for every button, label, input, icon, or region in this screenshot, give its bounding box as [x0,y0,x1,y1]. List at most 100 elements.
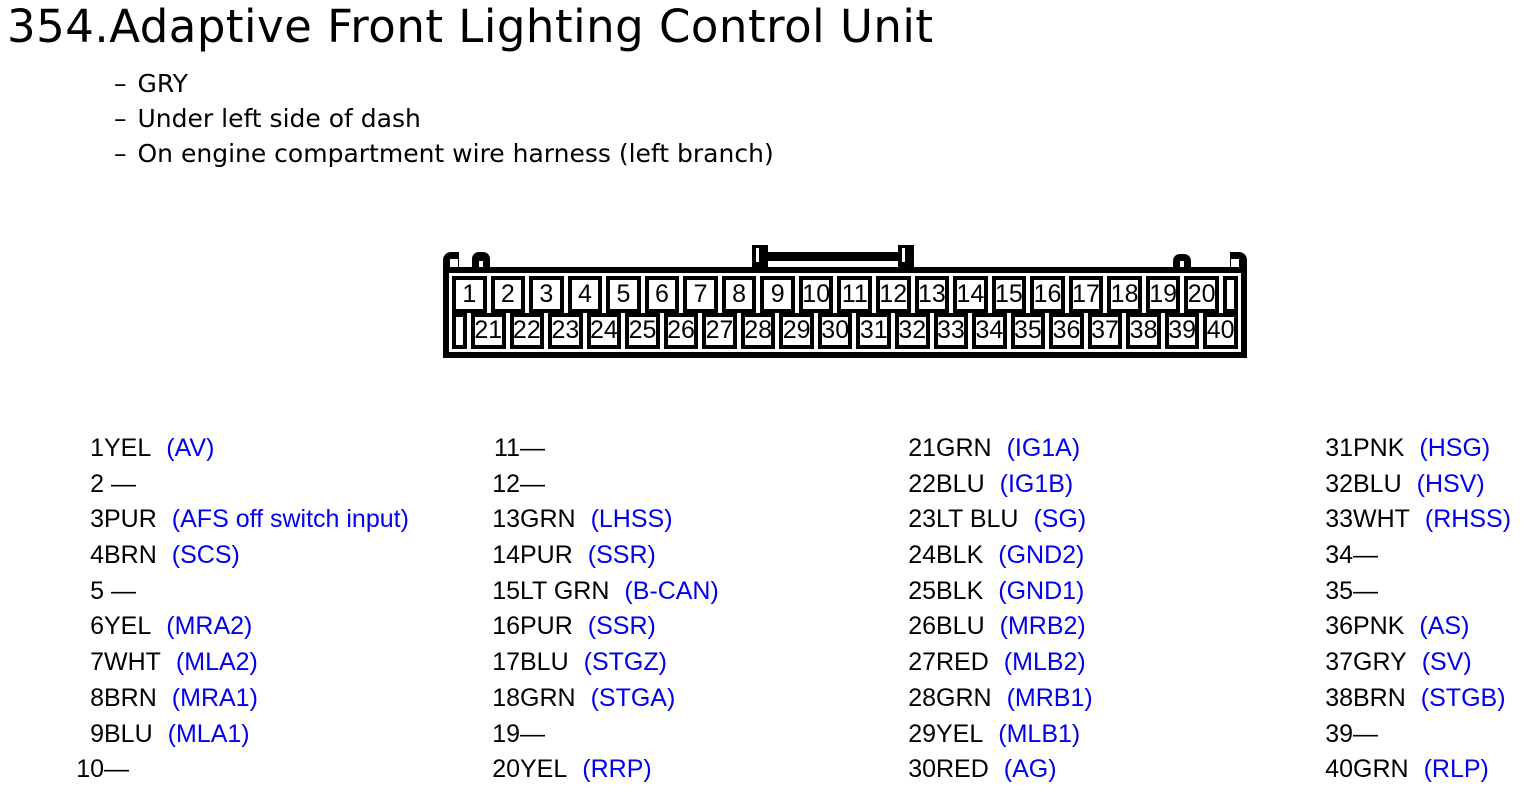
connector-latch-bar [752,252,914,261]
wire-color: RED [936,755,989,784]
pin-definition-row: 35— [1320,574,1511,610]
signal-name: (SSR) [587,612,656,641]
signal-name: (SG) [1033,505,1087,534]
pin-number: 25 [908,576,936,605]
connector-corner-hook-left [443,252,459,269]
pin-definition-row: 1YEL(AV) [71,431,409,467]
wire-color: PUR [520,612,573,641]
pin-number: 19 [492,719,520,748]
connector-pin-cell: 10 [798,276,834,313]
signal-name: (MLB2) [1003,648,1086,677]
wire-color: BRN [1353,683,1406,712]
wire-color: GRN [936,434,992,462]
connector-pin-cell: 15 [991,276,1027,313]
pin-definition-row: 29YEL(MLB1) [903,717,1093,753]
wire-color: PUR [520,541,573,570]
pin-definition-row: 31PNK(HSG) [1320,431,1511,467]
pin-number: 21 [908,434,936,462]
pin-number: 32 [1325,469,1353,498]
wire-color: — [104,755,129,784]
pin-number: 22 [908,469,936,498]
wire-color: PUR [104,505,157,534]
pin-number: 30 [908,755,936,784]
pin-number: 39 [1325,719,1353,748]
pin-number: 29 [908,719,936,748]
wire-color: GRN [520,683,576,712]
signal-name: (IG1B) [999,469,1074,498]
connector-pin-cell: 34 [972,312,1007,349]
pin-number: 8 [90,683,104,712]
signal-name: (IG1A) [1006,434,1081,462]
signal-name: (RHSS) [1424,505,1512,534]
connector-pin-cell: 24 [586,312,622,349]
signal-name: (AFS off switch input) [171,505,409,534]
note-text: On engine compartment wire harness (left… [137,139,774,168]
pin-definition-row: 37GRY(SV) [1320,645,1511,681]
wire-color: — [520,719,545,748]
connector-pin-cell: 23 [548,312,583,349]
wire-color: BLU [520,648,569,677]
note-connector-color: –GRY [114,66,774,101]
connector-pin-cell: 25 [625,312,660,349]
signal-name: (GND1) [998,576,1085,605]
wire-color: RED [936,648,989,677]
pin-number: 37 [1325,648,1353,677]
pin-definition-row: 22BLU(IG1B) [903,467,1093,503]
pin-definition-row: 36PNK(AS) [1320,609,1511,645]
signal-name: (RLP) [1423,755,1489,784]
connector-latch-post-left [752,245,768,269]
pin-definition-row: 24BLK(GND2) [903,538,1093,574]
pin-list-column-4: 31PNK(HSG)32BLU(HSV)33WHT(RHSS)34—35—36P… [1320,431,1511,788]
pin-number: 2 [90,469,104,498]
pin-definition-row: 27RED(MLB2) [903,645,1093,681]
pin-list-column-3: 21GRN(IG1A)22BLU(IG1B)23LT BLU(SG)24BLK(… [903,431,1093,788]
pin-definition-row: 10— [71,752,409,788]
pin-definition-row: 19— [487,717,719,753]
pin-number: 10 [76,755,104,784]
connector-corner-hook-right [1230,252,1247,269]
pin-definition-row: 13GRN(LHSS) [487,502,719,538]
wire-color: — [104,469,136,498]
connector-pin-cell: 14 [953,276,988,313]
connector-tab-right [1173,254,1191,269]
pin-definition-row: 25BLK (GND1) [903,574,1093,610]
note-text: GRY [137,69,188,98]
signal-name: (MRA1) [171,683,258,712]
pin-definition-row: 2 — [71,467,409,503]
signal-name: (AS) [1419,612,1470,641]
dash-bullet: – [114,69,127,98]
signal-name: (AG) [1003,755,1057,784]
note-location: –Under left side of dash [114,101,774,136]
connector-notes: –GRY –Under left side of dash –On engine… [114,66,774,171]
wire-color: YEL [104,434,152,462]
pin-number: 5 [90,576,104,605]
note-harness: –On engine compartment wire harness (lef… [114,136,774,171]
connector-pin-cell: 5 [606,276,641,313]
pin-definition-row: 3PUR(AFS off switch input) [71,502,409,538]
wire-color: BLK [936,576,984,605]
pin-definition-row: 11— [487,431,719,467]
pin-definition-row: 38BRN(STGB) [1320,681,1511,717]
dash-bullet: – [114,139,127,168]
signal-name: (MLA2) [175,648,258,677]
connector-pin-cell: 21 [471,312,506,349]
pin-definition-row: 8BRN(MRA1) [71,681,409,717]
pin-definition-row: 33WHT(RHSS) [1320,502,1511,538]
connector-pin-cell: 2 [490,276,526,313]
connector-pin-cell: 4 [567,276,603,313]
wire-color: YEL [104,612,152,641]
connector-pin-cell: 8 [721,276,757,313]
pin-number: 17 [492,648,520,677]
pin-definition-row: 18GRN(STGA) [487,681,719,717]
connector-pin-cell: 26 [663,312,699,349]
connector-pin-cell: 18 [1107,276,1142,313]
signal-name: (SSR) [587,541,656,570]
connector-pin-cell: 35 [1010,312,1046,349]
pin-definition-row: 14PUR(SSR) [487,538,719,574]
connector-pin-cell: 37 [1087,312,1123,349]
pin-number: 6 [90,612,104,641]
pin-number: 31 [1325,434,1353,462]
pin-definition-row: 7WHT(MLA2) [71,645,409,681]
connector-pin-cell: 31 [856,312,892,349]
